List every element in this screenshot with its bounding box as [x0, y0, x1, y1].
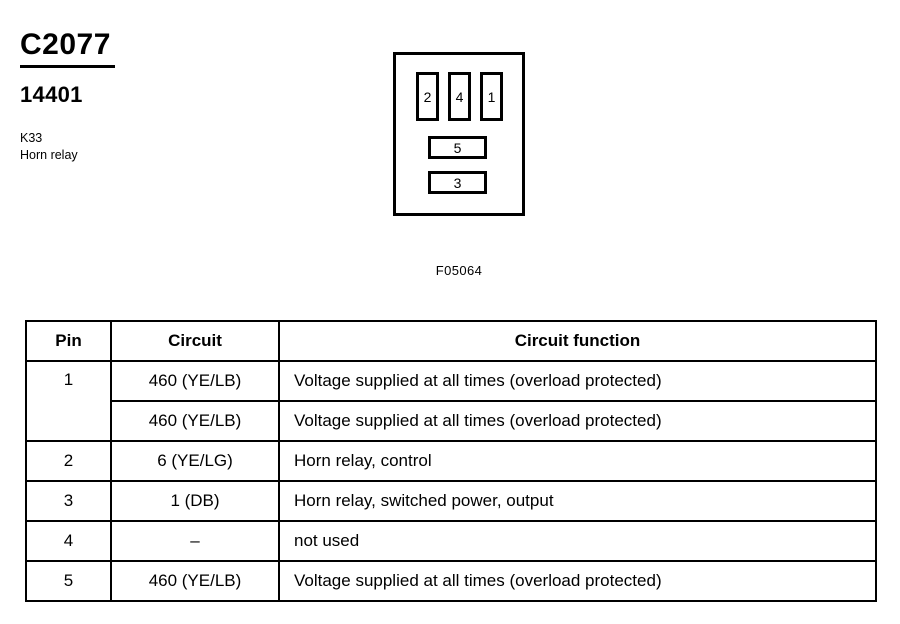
- cell-pin: 1: [25, 360, 112, 442]
- cell-circuit: 6 (YE/LG): [110, 440, 280, 482]
- column-header-circuit-function: Circuit function: [278, 320, 877, 362]
- connector-id-underline: [20, 65, 115, 68]
- connector-cavity-2: 2: [416, 72, 439, 121]
- table-row: 3 1 (DB) Horn relay, switched power, out…: [25, 480, 877, 522]
- connector-id: C2077: [20, 28, 111, 61]
- cell-circuit-function: Voltage supplied at all times (overload …: [278, 400, 877, 442]
- cell-circuit-function: not used: [278, 520, 877, 562]
- table-header-row: Pin Circuit Circuit function: [25, 320, 877, 362]
- column-header-pin: Pin: [25, 320, 112, 362]
- part-number: 14401: [20, 82, 83, 107]
- cavity-label: 3: [453, 174, 462, 191]
- pinout-table: Pin Circuit Circuit function 1 460 (YE/L…: [25, 320, 877, 602]
- cell-circuit-function: Horn relay, switched power, output: [278, 480, 877, 522]
- component-code: K33: [20, 131, 43, 145]
- cell-pin: 5: [25, 560, 112, 602]
- cell-circuit: –: [110, 520, 280, 562]
- table-row: 1 460 (YE/LB) Voltage supplied at all ti…: [25, 360, 877, 442]
- connector-cavity-1: 1: [480, 72, 503, 121]
- cell-circuit-function: Horn relay, control: [278, 440, 877, 482]
- cell-pin: 2: [25, 440, 112, 482]
- cell-pin: 3: [25, 480, 112, 522]
- cell-circuit-function: Voltage supplied at all times (overload …: [278, 560, 877, 602]
- table-row: 2 6 (YE/LG) Horn relay, control: [25, 440, 877, 482]
- cell-pin: 4: [25, 520, 112, 562]
- table-row: 5 460 (YE/LB) Voltage supplied at all ti…: [25, 560, 877, 602]
- cell-circuit: 460 (YE/LB): [110, 400, 280, 442]
- connector-diagram: 2 4 1 5 3: [393, 52, 525, 216]
- cavity-label: 2: [423, 88, 432, 105]
- table-row: 4 – not used: [25, 520, 877, 562]
- cavity-label: 5: [453, 139, 462, 156]
- connector-cavity-5: 5: [428, 136, 487, 159]
- column-header-circuit: Circuit: [110, 320, 280, 362]
- table-row: 460 (YE/LB) Voltage supplied at all time…: [26, 400, 877, 442]
- figure-caption: F05064: [435, 263, 483, 278]
- component-name: Horn relay: [20, 148, 78, 162]
- connector-header-block: C2077 14401 K33 Horn relay: [20, 28, 350, 164]
- cell-circuit: 460 (YE/LB): [110, 360, 280, 402]
- cell-circuit: 1 (DB): [110, 480, 280, 522]
- cavity-label: 1: [487, 88, 496, 105]
- cell-circuit-function: Voltage supplied at all times (overload …: [278, 360, 877, 402]
- connector-cavity-3: 3: [428, 171, 487, 194]
- cell-circuit: 460 (YE/LB): [110, 560, 280, 602]
- cavity-label: 4: [455, 88, 464, 105]
- connector-cavity-4: 4: [448, 72, 471, 121]
